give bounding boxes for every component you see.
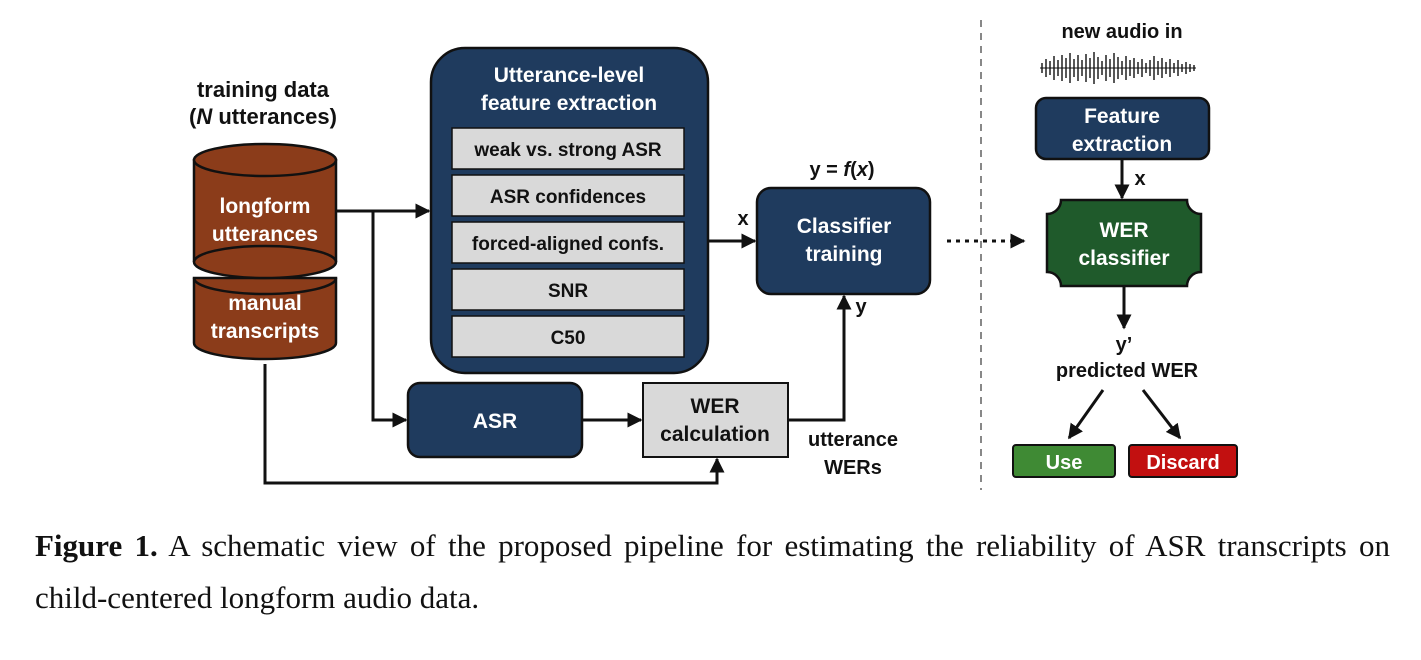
use-button[interactable] xyxy=(1012,444,1116,478)
feature-snr-label: SNR xyxy=(548,281,588,302)
longform-utterances-label: longform xyxy=(220,195,311,218)
wer-classifier-label: WER xyxy=(1100,219,1149,242)
wer-calculation-label: WER xyxy=(691,395,740,418)
feature-forced-aligned-label: forced-aligned confs. xyxy=(472,234,664,255)
classifier-training-label-2: training xyxy=(806,243,883,266)
predicted-wer-label: predicted WER xyxy=(1056,360,1199,382)
use-label: Use xyxy=(1046,452,1083,474)
feature-weak-strong-asr xyxy=(451,127,685,170)
wer-calculation-label-2: calculation xyxy=(660,423,770,446)
pipeline-diagram: training data (N utterances) longform ut… xyxy=(189,20,1238,490)
feature-extraction-inference-label: Feature xyxy=(1084,105,1160,128)
training-data-title: training data xyxy=(197,77,330,102)
feature-c50-label: C50 xyxy=(551,328,586,349)
wer-classifier-label-2: classifier xyxy=(1078,247,1169,270)
training-database-cylinder xyxy=(192,142,338,361)
feature-extraction-inference-label-2: extraction xyxy=(1072,133,1172,156)
new-audio-label: new audio in xyxy=(1061,21,1182,43)
training-connectors xyxy=(263,203,1026,485)
feature-weak-strong-asr-label: weak vs. strong ASR xyxy=(473,140,662,161)
figure-caption: Figure 1. A schematic view of the propos… xyxy=(35,520,1390,624)
manual-transcripts-label-2: transcripts xyxy=(211,320,320,343)
y-prime-label: y’ xyxy=(1116,334,1133,356)
manual-transcripts-label: manual xyxy=(228,292,302,315)
y-input-label: y xyxy=(855,296,867,318)
feature-c50 xyxy=(451,315,685,358)
training-data-subtitle: (N utterances) xyxy=(189,104,337,129)
figure-caption-label: Figure 1. xyxy=(35,528,158,563)
utterance-wers-label-2: WERs xyxy=(824,457,882,479)
classifier-training-box xyxy=(755,186,932,296)
figure-caption-text: A schematic view of the proposed pipelin… xyxy=(35,528,1390,615)
classifier-training-label: Classifier xyxy=(797,215,892,238)
feature-extraction-title: Utterance-level xyxy=(494,64,645,87)
inference-x-label: x xyxy=(1134,168,1145,190)
feature-asr-confidences xyxy=(451,174,685,217)
x-input-label: x xyxy=(737,208,748,230)
discard-button[interactable] xyxy=(1128,444,1238,478)
wer-calculation-box xyxy=(642,382,789,458)
feature-asr-confidences-label: ASR confidences xyxy=(490,187,646,208)
wer-classifier-box xyxy=(1045,198,1203,288)
utterance-wers-label: utterance xyxy=(808,429,898,451)
discard-label: Discard xyxy=(1146,452,1219,474)
classifier-formula: y = f(x) xyxy=(809,159,874,181)
asr-label: ASR xyxy=(473,410,517,433)
feature-snr xyxy=(451,268,685,311)
feature-extraction-title-2: feature extraction xyxy=(481,92,657,115)
inference-connectors xyxy=(1067,159,1182,440)
waveform-icon xyxy=(1040,52,1196,84)
feature-forced-aligned xyxy=(451,221,685,264)
longform-utterances-label-2: utterances xyxy=(212,223,318,246)
